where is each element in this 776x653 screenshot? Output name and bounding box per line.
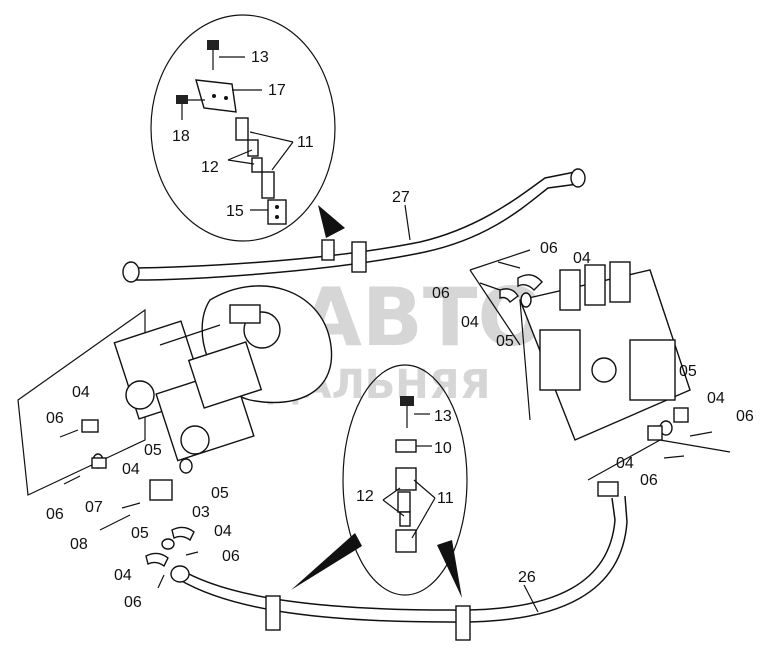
o-ring-05-c [161,538,175,550]
flange-half-04-h [647,425,663,441]
label-17: 17 [268,82,286,99]
bolt-06-f [479,282,501,291]
bolt-06-h [663,455,685,459]
flange-03 [149,479,173,501]
label-left-04-d: 04 [114,567,132,584]
valve-fittings [479,261,713,459]
valve-labels: 06 04 06 04 05 05 04 06 04 06 [432,240,754,489]
pump-assembly [17,285,333,496]
label-valve-06-c: 06 [736,408,754,425]
clamp-11-top [227,117,294,199]
left-fittings [59,419,199,589]
label-27: 27 [392,189,410,206]
o-ring-05-b [179,458,193,474]
flange-half-04-a [81,419,99,433]
flange-half-04-d [145,552,169,568]
label-valve-06-d: 06 [640,472,658,489]
label-left-06-b: 06 [46,506,64,523]
label-11-bottom: 11 [437,490,454,507]
label-26: 26 [518,569,536,586]
label-12-top: 12 [201,159,219,176]
label-left-06-d: 06 [124,594,142,611]
clamp-11-bottom [382,467,436,553]
detail-oval-top: 13 17 18 11 12 15 [150,14,345,242]
label-valve-05-b: 05 [679,363,697,380]
left-labels: 04 06 05 04 06 07 03 05 08 05 04 06 04 0… [46,384,240,611]
hose-26 [170,481,628,641]
detail-oval-top-outline [150,14,336,242]
bracket-17 [195,79,262,113]
label-left-04-c: 04 [214,523,232,540]
plate-15 [250,199,287,225]
label-left-04-b: 04 [122,461,140,478]
label-13-bottom: 13 [434,408,452,425]
label-valve-04-b: 04 [461,314,479,331]
bolt-13-bottom [400,396,430,428]
flange-half-04-e [517,274,543,291]
label-left-06-c: 06 [222,548,240,565]
bolt-08 [99,514,131,531]
label-12-bottom: 12 [356,488,374,505]
label-left-05-b: 05 [211,485,229,502]
detail-oval-bottom: 13 10 12 11 [291,364,468,598]
label-left-08: 08 [70,536,88,553]
detail-pointer-bottom-left [291,533,362,590]
flange-half-04-g [673,407,689,423]
watermark-line1: АВТО [300,271,545,364]
label-valve-06-b: 06 [432,285,450,302]
hose-27 [122,168,586,283]
detail-pointer-bottom-right [437,540,462,598]
label-left-05-c: 05 [131,525,149,542]
label-10: 10 [434,440,452,457]
label-left-06-a: 06 [46,410,64,427]
label-valve-04-c: 04 [707,390,725,407]
label-18: 18 [172,128,190,145]
bolt-06-b [63,475,81,485]
bolt-06-e [497,261,521,269]
detail-oval-bottom-outline [342,364,468,596]
bolt-18 [176,95,205,120]
label-valve-04-a: 04 [573,250,591,267]
label-11-top: 11 [297,134,314,151]
bolt-06-c [185,551,199,556]
clamp-10 [395,439,432,453]
bolt-13-top [207,40,245,70]
bolt-06-a [59,429,79,438]
label-valve-06-a: 06 [540,240,558,257]
label-left-04-a: 04 [72,384,90,401]
bolt-06-g [689,431,713,437]
label-valve-04-d: 04 [616,455,634,472]
label-15: 15 [226,203,244,220]
bolt-07 [121,502,141,509]
flange-half-04-b [91,457,107,469]
label-left-05-a: 05 [144,442,162,459]
o-ring-05-d [520,292,532,308]
label-left-03: 03 [192,504,210,521]
control-valve [469,249,731,481]
flange-half-04-f [499,288,519,304]
label-left-07: 07 [85,499,103,516]
bolt-06-d [157,574,165,589]
detail-pointer-top [318,205,345,238]
flange-half-04-c [171,526,195,542]
label-valve-05-a: 05 [496,333,514,350]
label-13-top: 13 [251,49,269,66]
